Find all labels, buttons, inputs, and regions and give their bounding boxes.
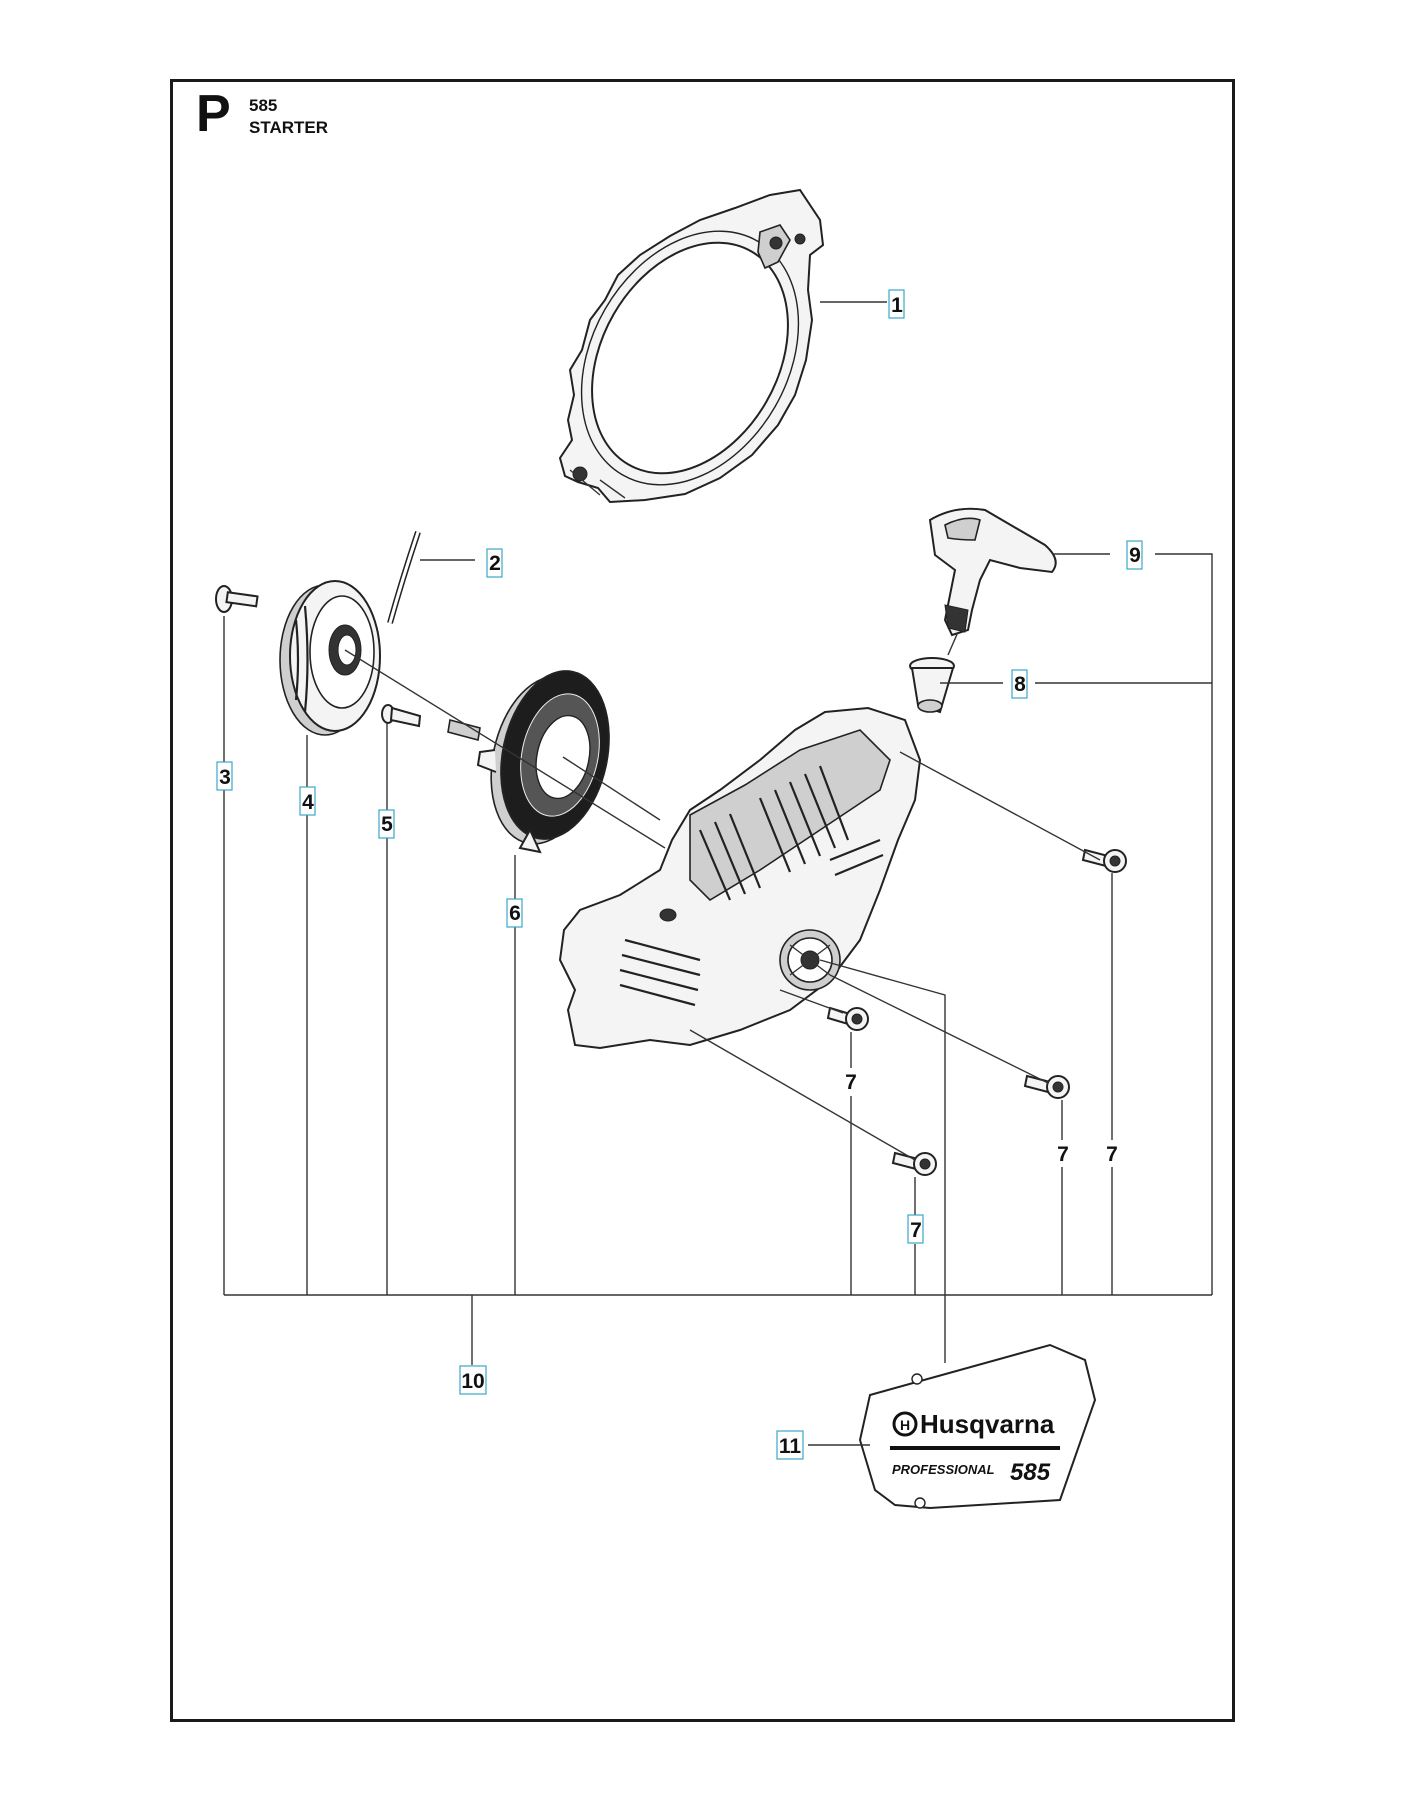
- svg-text:7: 7: [1057, 1143, 1069, 1166]
- callout-7-right-outer: 7: [1106, 1143, 1118, 1166]
- svg-text:6: 6: [509, 902, 521, 925]
- part-center-screw: [215, 585, 259, 613]
- svg-text:11: 11: [779, 1435, 802, 1458]
- callout-7-center: 7: [845, 1071, 857, 1094]
- leader-lines: [223, 301, 1213, 1446]
- screw-lower: [891, 1151, 937, 1176]
- callout-11: 11: [776, 1430, 804, 1460]
- part-decal: H Husqvarna PROFESSIONAL 585: [858, 1343, 1097, 1510]
- svg-text:7: 7: [845, 1071, 857, 1094]
- callout-10: 10: [459, 1365, 487, 1395]
- screw-center: [826, 1006, 869, 1031]
- svg-text:5: 5: [381, 813, 393, 836]
- callout-3: 3: [216, 761, 233, 791]
- husqvarna-logo-icon: H: [892, 1411, 918, 1437]
- svg-text:4: 4: [302, 791, 314, 814]
- model-number: 585: [249, 96, 278, 115]
- callout-2: 2: [486, 548, 503, 578]
- section-letter: P: [196, 85, 231, 143]
- callout-7-lower: 7: [907, 1214, 924, 1244]
- diagram-frame: [170, 79, 1235, 1722]
- part-spring-cassette: [476, 670, 610, 854]
- callout-6: 6: [506, 898, 523, 928]
- svg-text:10: 10: [461, 1370, 484, 1393]
- decal-brand: Husqvarna: [920, 1409, 1055, 1439]
- part-fan-cover: [558, 188, 825, 504]
- svg-text:8: 8: [1014, 673, 1026, 696]
- part-starter-pulley: [279, 580, 381, 736]
- part-starter-handle: [928, 507, 1057, 656]
- part-rope-bushing: [909, 657, 955, 714]
- part-starter-housing: [558, 706, 922, 1050]
- part-pin-screw: [381, 704, 481, 741]
- callout-7-right-inner: 7: [1057, 1143, 1069, 1166]
- svg-text:H: H: [900, 1417, 910, 1433]
- callout-5: 5: [378, 809, 395, 839]
- decal-line: PROFESSIONAL: [892, 1462, 995, 1477]
- screw-right: [1023, 1074, 1070, 1099]
- svg-text:3: 3: [219, 766, 231, 789]
- part-starter-rope: [387, 531, 421, 624]
- svg-text:1: 1: [891, 294, 903, 317]
- callout-9: 9: [1126, 540, 1143, 570]
- svg-text:7: 7: [1106, 1143, 1118, 1166]
- screw-upper-right: [1081, 848, 1127, 873]
- callout-1: 1: [888, 289, 905, 319]
- svg-text:7: 7: [910, 1219, 922, 1242]
- svg-text:9: 9: [1129, 544, 1141, 567]
- decal-model: 585: [1010, 1459, 1051, 1486]
- section-name: STARTER: [249, 118, 329, 137]
- callout-4: 4: [299, 786, 316, 816]
- svg-text:2: 2: [489, 552, 501, 575]
- callout-8: 8: [1011, 669, 1028, 699]
